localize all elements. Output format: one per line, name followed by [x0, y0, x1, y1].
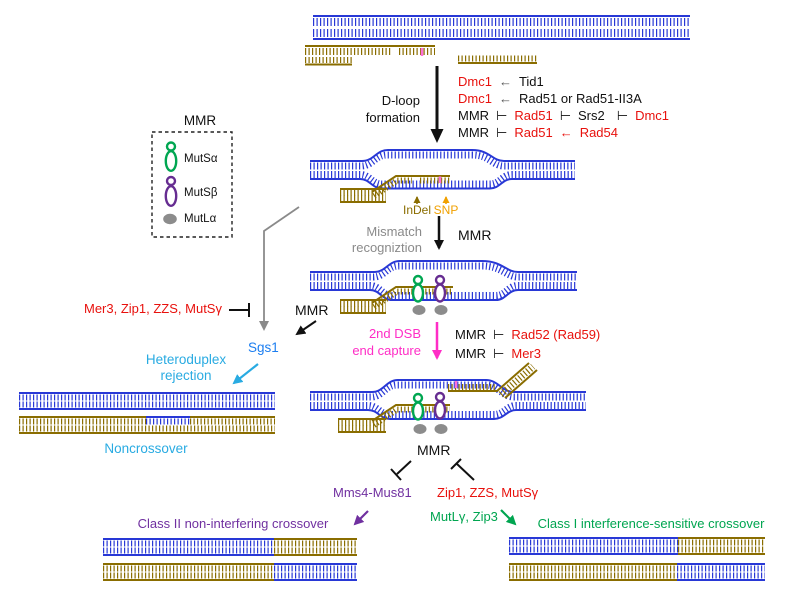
arrow-glyph: ← — [559, 125, 573, 141]
gene-label: Rad51 — [514, 108, 553, 124]
regulation-line-1: Dmc1 ← Tid1 — [458, 74, 669, 91]
crossover-class2-structure — [103, 538, 357, 581]
mmr-rejection-arrow — [295, 320, 317, 336]
sgs1-label: Sgs1 — [248, 340, 279, 355]
legend-title: MMR — [183, 113, 217, 128]
mutsa-clamp-icon — [411, 392, 425, 421]
regulation-line-2: Dmc1 ← Rad51 or Rad51-II3A — [458, 91, 669, 108]
gene-label: Tid1 — [518, 74, 544, 90]
gene-label: Rad51 — [514, 125, 553, 141]
mutsb-clamp-icon — [164, 175, 178, 207]
gene-label: Rad52 (Rad59) — [511, 327, 601, 343]
mer3-inhibitors-label: Mer3, Zip1, ZZS, MutSγ — [84, 301, 222, 316]
zip1-inhibitors-label: Zip1, ZZS, MutSγ — [437, 485, 539, 500]
mutla-oval-icon — [412, 305, 448, 315]
arrow-glyph: ← — [498, 91, 512, 107]
mms4-mus81-label: Mms4-Mus81 — [333, 485, 412, 500]
gene-label: MMR — [455, 346, 487, 362]
regulation-line-3: MMR ⊢ Rad51 ⊢ Srs2 ⊢ Dmc1 — [458, 108, 669, 125]
legend-item-mutla: MutLα — [184, 213, 217, 225]
tack-glyph: ⊢ — [493, 346, 505, 362]
gene-label: MMR — [458, 108, 490, 124]
tack-glyph: ⊢ — [559, 108, 572, 124]
heteroduplex-path-arrow — [259, 206, 300, 331]
mutsa-clamp-icon — [411, 274, 425, 303]
mismatch-recognition-label-1: Mismatch — [366, 224, 422, 239]
heteroduplex-rejection-label-2: rejection — [160, 368, 212, 383]
arrow-glyph: ← — [498, 74, 512, 90]
inhibition-bar-right — [450, 458, 475, 481]
d-loop-structure-1 — [310, 149, 575, 203]
indel-label: InDel — [402, 203, 431, 217]
mmr-label-rejection: MMR — [295, 302, 329, 318]
gene-label: Rad51 or Rad51-II3A — [518, 91, 642, 107]
regulation-line-rad52: MMR ⊢ Rad52 (Rad59) — [455, 327, 600, 344]
dsb-capture-label-1: 2nd DSB — [368, 326, 421, 341]
noncrossover-label: Noncrossover — [104, 441, 188, 456]
mutsa-clamp-icon — [164, 141, 178, 172]
class1-crossover-label: Class I interference-sensitive crossover — [537, 516, 765, 531]
legend-box — [151, 131, 233, 238]
mutl-zip3-label: MutLγ, Zip3 — [430, 509, 498, 524]
gene-label: Dmc1 — [458, 91, 492, 107]
gene-label: MMR — [455, 327, 487, 343]
tack-glyph: ⊢ — [493, 327, 505, 343]
gene-label: Dmc1 — [635, 108, 670, 124]
gene-label: Dmc1 — [458, 74, 492, 90]
mmr-label-dloop: MMR — [458, 227, 492, 243]
regulation-list: Dmc1 ← Tid1 Dmc1 ← Rad51 or Rad51-II3A M… — [458, 74, 669, 142]
legend-item-mutsb: MutSβ — [184, 187, 218, 199]
gene-label: Srs2 — [578, 108, 605, 124]
regulation-line-mer3: MMR ⊢ Mer3 — [455, 346, 600, 363]
inhibition-bar-left — [390, 460, 412, 481]
gene-label: MMR — [458, 125, 490, 141]
regulation-mid-list: MMR ⊢ Rad52 (Rad59) MMR ⊢ Mer3 — [455, 327, 600, 363]
mutla-oval-icon — [163, 213, 177, 225]
dhj-structure — [310, 362, 586, 434]
tack-glyph: ⊢ — [616, 108, 629, 124]
mmr-label-resolution: MMR — [417, 442, 451, 458]
mutsb-clamp-icon — [433, 274, 447, 303]
gene-label: Rad54 — [579, 125, 618, 141]
tack-glyph: ⊢ — [496, 125, 508, 141]
dsb-capture-label-2: end capture — [352, 343, 421, 358]
inhibition-bar-mer3 — [229, 303, 250, 317]
d-loop-formation-label-1: D-loop — [381, 93, 420, 108]
gene-label: Mer3 — [511, 346, 541, 362]
regulation-line-4: MMR ⊢ Rad51 ← Rad54 — [458, 125, 669, 142]
crossover-class1-structure — [509, 537, 765, 581]
tack-glyph: ⊢ — [496, 108, 508, 124]
mms4-arrow — [353, 510, 369, 526]
heteroduplex-rejection-label-1: Heteroduplex — [145, 352, 227, 367]
mutla-oval-icon — [413, 424, 448, 434]
d-loop-structure-2 — [310, 260, 577, 315]
snp-label: SNP — [433, 203, 459, 217]
mutl-arrow — [500, 509, 517, 526]
legend-item-mutsa: MutSα — [184, 153, 218, 165]
d-loop-formation-label-2: formation — [365, 110, 420, 125]
mismatch-recognition-label-2: recogniztion — [351, 240, 422, 255]
class2-crossover-label: Class II non-interfering crossover — [137, 516, 329, 531]
mutsb-clamp-icon — [433, 391, 447, 420]
dsb-ends-structure — [305, 15, 690, 66]
noncrossover-structure — [19, 392, 275, 434]
sgs1-rejection-arrow — [232, 363, 259, 385]
heteroduplex-patch — [146, 416, 190, 425]
